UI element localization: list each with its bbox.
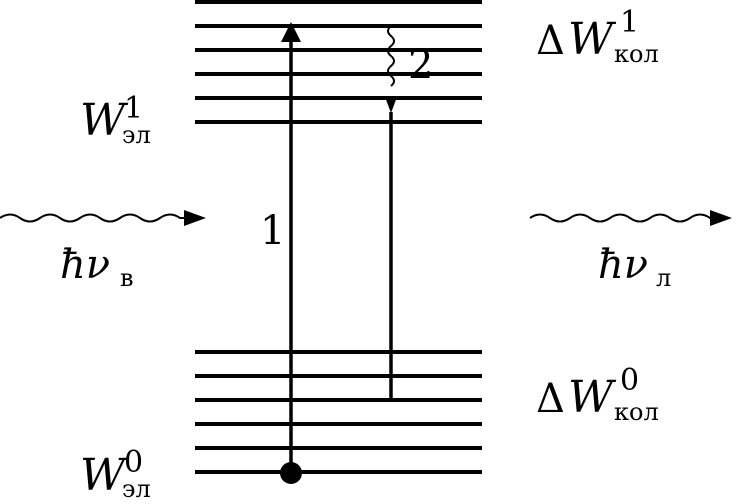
label-sub: эл	[122, 475, 151, 503]
lower-vibrational-band-label: Δ W 0 кол	[536, 363, 659, 426]
label-sub: эл	[122, 121, 151, 149]
upper-electronic-level-label: W 1 эл	[80, 91, 151, 149]
upper-state-levels	[195, 0, 482, 124]
lower-state-levels	[195, 350, 482, 474]
label-sup: 0	[124, 445, 143, 480]
upper-vibrational-band-label: Δ W 1 кол	[536, 5, 659, 68]
label-base: W	[568, 14, 617, 65]
label-sub: кол	[614, 40, 659, 68]
outgoing-wave-icon	[529, 213, 712, 223]
label-sup: 1	[124, 91, 143, 126]
relaxation-transition	[385, 25, 397, 113]
incoming-photon	[0, 210, 206, 226]
label-sub: кол	[614, 398, 659, 426]
label-base: W	[568, 372, 617, 423]
outgoing-arrowhead	[710, 210, 732, 226]
label-sub: л	[656, 264, 671, 292]
incoming-arrowhead	[184, 210, 206, 226]
outgoing-photon-label: ħν л	[598, 242, 671, 292]
label-sup: 0	[620, 363, 639, 398]
incoming-photon-label: ħν в	[60, 242, 134, 292]
label-sup: 1	[620, 5, 639, 40]
lower-electronic-level-label: W 0 эл	[80, 445, 151, 503]
label-base: ħν	[598, 242, 648, 288]
label-sub: в	[120, 264, 134, 292]
transition-2-label: 2	[408, 42, 433, 88]
label-delta: Δ	[536, 18, 565, 64]
label-base: W	[80, 450, 129, 501]
transition-1-label: 1	[260, 208, 285, 254]
absorption-transition	[280, 22, 302, 484]
absorption-arrowhead	[281, 22, 301, 42]
relaxation-wavy-arrow	[387, 25, 395, 87]
label-base: ħν	[60, 242, 110, 288]
relaxation-arrowhead	[385, 97, 397, 113]
ground-state-dot	[280, 462, 302, 484]
label-delta: Δ	[536, 376, 565, 422]
incoming-wave-icon	[0, 213, 188, 223]
outgoing-photon	[529, 210, 732, 226]
label-base: W	[80, 95, 129, 146]
